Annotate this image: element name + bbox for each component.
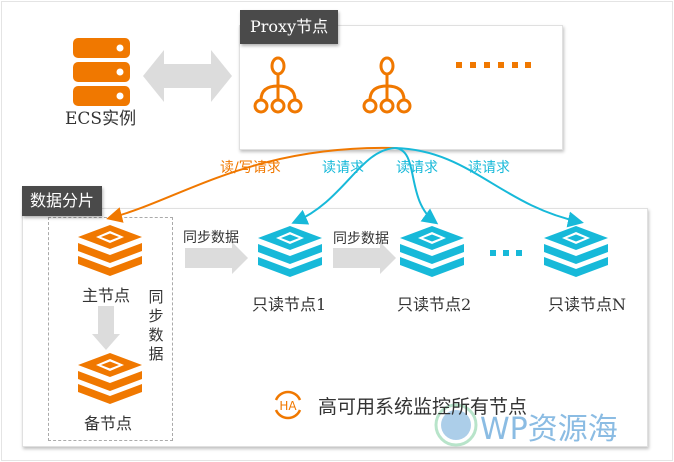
readonly-node-icon (258, 226, 322, 277)
shard-label: 数据分片 (22, 186, 103, 216)
proxy-node-icon (253, 56, 303, 114)
down-sync-arrow (92, 306, 120, 350)
more-dots-icon (490, 250, 522, 256)
watermark-logo (434, 403, 478, 447)
vertical-sync-label: 同步数据 (148, 288, 164, 363)
readonly-node-label: 只读节点N (548, 295, 627, 314)
shard-container (22, 208, 648, 447)
proxy-label: Proxy节点 (240, 10, 339, 44)
primary-node-icon (78, 225, 142, 276)
bidirectional-arrow-icon (143, 50, 232, 102)
read-request-arrow-2 (394, 147, 439, 225)
read-request-arrow-3 (394, 147, 584, 228)
readonly-node-label: 只读节点2 (397, 295, 472, 314)
primary-node-label: 主节点 (82, 286, 131, 305)
proxy-node-icon (362, 56, 412, 114)
read-write-request-label: 读/写请求 (220, 160, 281, 176)
sync-label: 同步数据 (333, 231, 389, 247)
read-request-label: 读请求 (396, 160, 438, 176)
read-request-arrow-1 (291, 147, 396, 225)
ecs-label: ECS实例 (65, 109, 137, 129)
read-write-request-arrow (106, 146, 396, 223)
ha-icon: HA (274, 390, 302, 420)
sync-label: 同步数据 (183, 230, 239, 246)
read-request-label: 读请求 (322, 160, 364, 176)
sync-arrow-1 (185, 242, 248, 274)
ha-description: 高可用系统监控所有节点 (318, 396, 528, 418)
sync-arrow-2 (333, 242, 396, 274)
server-icon (73, 38, 130, 106)
read-request-label: 读请求 (468, 160, 510, 176)
watermark-text: WP资源海 (480, 412, 618, 447)
readonly-node-icon (544, 226, 608, 277)
readonly-node-label: 只读节点1 (252, 295, 327, 314)
more-dots-icon (456, 62, 531, 68)
standby-node-label: 备节点 (84, 414, 133, 433)
standby-node-icon (78, 353, 142, 404)
svg-text:HA: HA (279, 399, 297, 413)
readonly-node-icon (400, 226, 464, 277)
